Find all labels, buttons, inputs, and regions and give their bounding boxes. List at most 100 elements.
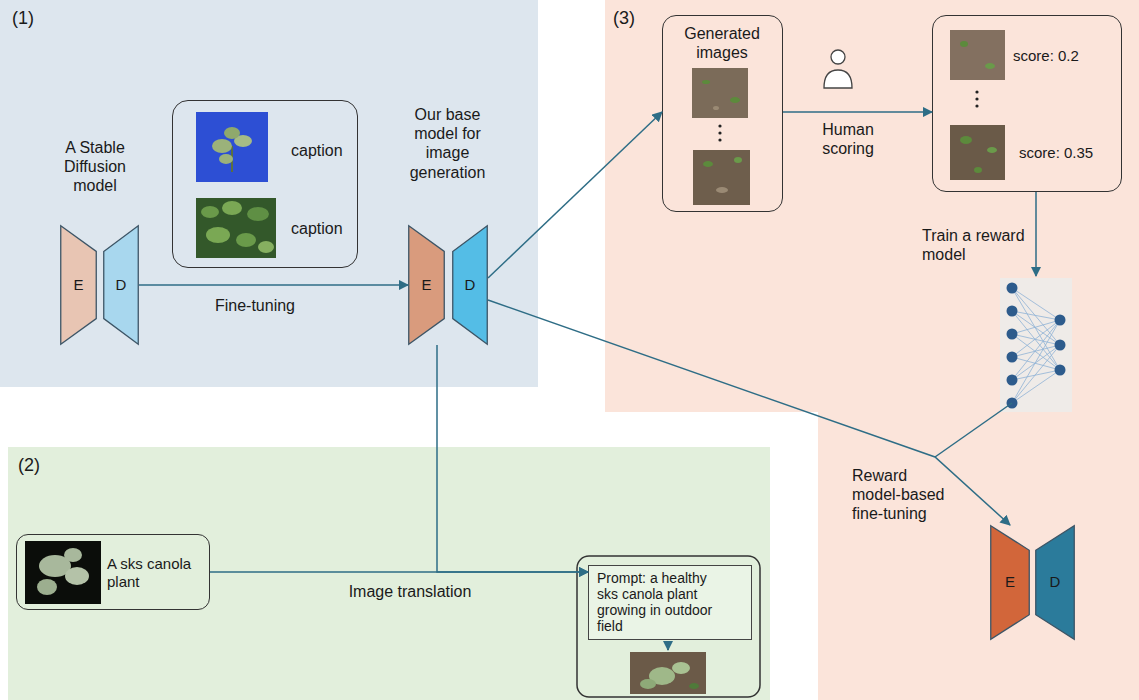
connector-arrow <box>488 112 662 278</box>
encoder-block: E <box>60 225 97 345</box>
text-slot: (3) <box>613 8 653 30</box>
text-slot: E <box>990 573 1030 591</box>
text-slot: D <box>1035 573 1075 591</box>
block-outline <box>409 226 445 345</box>
photo-scored <box>950 125 1005 180</box>
text-slot: E <box>408 276 445 294</box>
text-slot: Prompt: a healthy sks canola plant growi… <box>597 570 721 635</box>
plant-speck <box>730 97 740 103</box>
plant-speck <box>974 167 982 173</box>
text-slot: Train a reward model <box>922 226 1030 264</box>
text-slot: D <box>452 276 488 294</box>
plant-leaf <box>222 201 242 215</box>
block-letter: E <box>1005 573 1015 591</box>
prompt-text: Prompt: a healthy sks canola plant growi… <box>597 570 721 634</box>
decoder-block: D <box>1035 525 1075 640</box>
panel-outline <box>605 0 1139 700</box>
plant-leaf <box>224 127 240 139</box>
ellipsis-dot <box>975 90 978 93</box>
network-neuron <box>1007 329 1018 340</box>
block-letter: D <box>116 276 127 294</box>
decoder-block: D <box>103 225 139 345</box>
plant-leaf <box>201 206 219 218</box>
text-slot: caption <box>291 141 353 160</box>
score-text: score: 0.2 <box>1013 47 1079 65</box>
network-neuron <box>1007 352 1018 363</box>
network-link <box>1012 370 1060 403</box>
network-link <box>1012 288 1060 320</box>
model-title: Our base model for image generation <box>405 105 490 182</box>
soil-speck <box>716 187 728 193</box>
plant-speck <box>734 157 742 163</box>
ellipsis-dot <box>975 104 978 107</box>
prompt-arrow <box>667 641 669 650</box>
train-arrow <box>1035 192 1037 276</box>
panel-region: (1)A Stable Diffusion modelEDcaptioncapt… <box>0 0 538 387</box>
text-slot: A sks canola plant <box>107 555 199 591</box>
connector-arrow <box>437 345 588 572</box>
photo-backdrop <box>196 112 268 182</box>
edge-label: Human scoring <box>798 120 898 158</box>
network-neuron <box>1007 375 1018 386</box>
text-slot: Fine-tuning <box>200 296 310 315</box>
text-slot: Human scoring <box>798 120 898 158</box>
plant-leaf <box>672 662 690 674</box>
text-slot: Our base model for image generation <box>405 105 490 182</box>
network-link <box>1012 320 1060 403</box>
network-neuron <box>1055 315 1066 326</box>
plant-speck <box>960 41 968 47</box>
network-links <box>1012 288 1060 403</box>
ellipsis-dot <box>718 138 721 141</box>
plant-leaf <box>258 241 274 253</box>
model-group: Our base model for image generationED <box>400 105 495 348</box>
network-link <box>1012 334 1060 370</box>
edge-label: Fine-tuning <box>215 296 295 315</box>
connector-arrow <box>783 111 932 113</box>
plant-leaf <box>206 227 230 243</box>
plant-leaf <box>247 207 269 221</box>
person-icon <box>831 50 845 64</box>
encoder-block: E <box>408 225 445 345</box>
decoder-block: D <box>452 225 488 345</box>
caption-text: caption <box>291 141 343 160</box>
box-title: Generated images <box>667 24 777 62</box>
network-neuron <box>1007 283 1018 294</box>
score-text: score: 0.35 <box>1019 144 1093 162</box>
plant-leaf <box>219 154 233 164</box>
block-outline <box>104 226 139 345</box>
edge-label: Reward model-based fine-tuning <box>852 466 952 524</box>
network-link <box>1012 320 1060 380</box>
model-group: A Stable Diffusion modelE D <box>40 138 150 348</box>
plant-speck <box>985 63 995 69</box>
network-neuron <box>1007 306 1018 317</box>
photo-scored <box>950 30 1005 80</box>
plant-speck <box>987 147 997 153</box>
plant-leaf <box>65 567 89 585</box>
plant-speck <box>703 161 713 167</box>
merge-line <box>935 403 1012 457</box>
plant-leaf <box>64 548 82 562</box>
block-letter: E <box>73 276 83 294</box>
model-title: A Stable Diffusion model <box>45 138 145 196</box>
ellipsis-dot <box>718 124 721 127</box>
text-slot: caption <box>291 219 353 238</box>
network-link <box>1012 320 1060 357</box>
plant-leaf <box>689 683 699 689</box>
text-slot: D <box>103 276 139 294</box>
photo-field <box>196 198 276 258</box>
panel-number: (2) <box>18 455 40 477</box>
panel-number: (3) <box>613 8 635 30</box>
plant-speck <box>960 136 972 144</box>
prompt-box: Prompt: a healthy sks canola plant growi… <box>588 565 752 640</box>
photo-canola <box>25 541 101 604</box>
encoder-block: E <box>990 525 1030 640</box>
plant-leaf <box>37 579 57 595</box>
ellipsis-dot <box>718 131 721 134</box>
text-slot: score: 0.35 <box>1019 144 1114 162</box>
block-outline <box>61 226 97 345</box>
network-link <box>1012 357 1060 370</box>
output-frame <box>577 556 760 697</box>
